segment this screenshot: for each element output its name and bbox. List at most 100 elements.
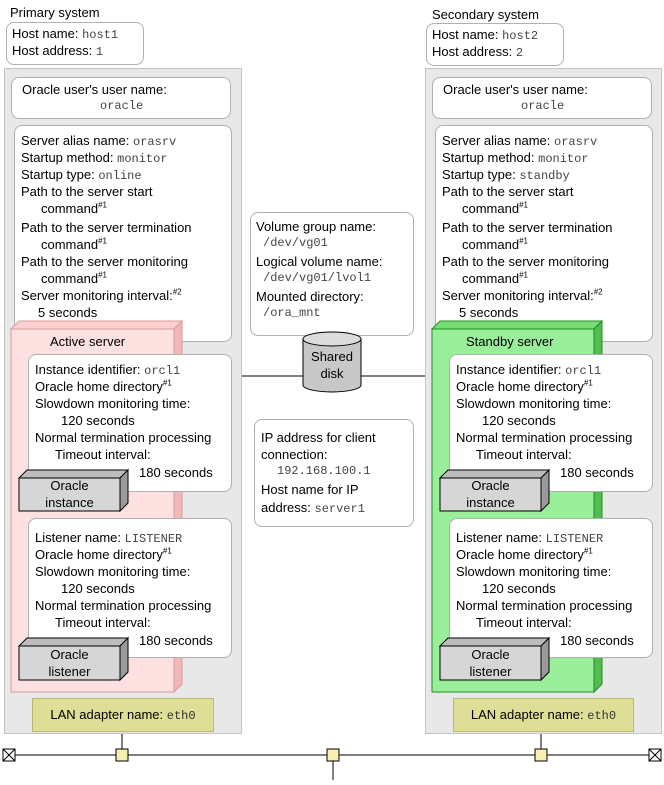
secondary-server-settings-box: Server alias name: orasrv Startup method… <box>435 125 653 342</box>
block-line-1: Oracle <box>50 647 89 662</box>
mon-command-label-2: command#1 <box>41 270 107 287</box>
block-line-2: listener <box>469 664 512 679</box>
listener-name-row: Listener name: LISTENER <box>35 529 182 548</box>
mounted-directory-value: /ora_mnt <box>263 306 321 320</box>
startup-method-label: Startup method: <box>21 150 114 165</box>
secondary-lan-node <box>534 748 548 762</box>
active-server-title: Active server <box>50 334 126 349</box>
host-ip-label-1: Host name for IP <box>261 482 359 497</box>
term-command-label-2: command#1 <box>462 236 528 253</box>
block-line-2: instance <box>466 495 515 510</box>
mounted-directory-label: Mounted directory: <box>256 289 364 304</box>
listener-name-label: Listener name: <box>456 530 542 545</box>
timeout-value: 180 seconds <box>560 465 634 480</box>
startup-method-row: Startup method: monitor <box>442 149 589 168</box>
host-ip-value: server1 <box>314 502 365 516</box>
footnote-1-mark: #1 <box>162 378 172 388</box>
server-alias-row: Server alias name: orasrv <box>21 132 176 151</box>
footnote-1-mark: #1 <box>519 200 528 210</box>
command-word: command <box>462 201 520 216</box>
oracle-listener-label-secondary: Oracle listener <box>440 646 541 680</box>
ip-label-1: IP address for client <box>261 430 376 445</box>
host-address-value: 1 <box>95 45 104 59</box>
slowdown-value: 120 seconds <box>61 581 135 596</box>
disk-top <box>302 331 362 347</box>
footnote-1-mark: #1 <box>519 236 528 246</box>
block-front <box>439 645 542 681</box>
timeout-value: 180 seconds <box>139 633 213 648</box>
listener-name-value: LISTENER <box>124 532 183 546</box>
primary-host-name-row: Host name: host1 <box>12 25 118 44</box>
right-terminator-icon <box>648 748 662 762</box>
startup-method-row: Startup method: monitor <box>21 149 168 168</box>
logical-volume-value: /dev/vg01/lvol1 <box>263 271 372 285</box>
primary-lan-adapter: LAN adapter name: eth0 <box>32 698 214 732</box>
mon-interval-value: 5 seconds <box>459 305 519 320</box>
client-lan-node <box>326 748 340 762</box>
startup-method-label: Startup method: <box>442 150 535 165</box>
secondary-instance-box: Instance identifier: orcl1 Oracle home d… <box>449 354 653 492</box>
volume-info-box: Volume group name: /dev/vg01 Logical vol… <box>250 212 414 336</box>
block-front <box>18 477 121 512</box>
slowdown-label: Slowdown monitoring time: <box>456 564 612 579</box>
volume-group-value: /dev/vg01 <box>263 236 328 250</box>
instance-id-value: orcl1 <box>144 364 181 378</box>
mon-interval-label: Server monitoring interval:#2 <box>21 287 182 304</box>
start-command-label: Path to the server start <box>442 184 574 199</box>
block-line-2: listener <box>48 664 91 679</box>
listener-name-label: Listener name: <box>35 530 121 545</box>
server-alias-label: Server alias name: <box>442 133 551 148</box>
block-line-2: instance <box>45 495 94 510</box>
primary-host-address-row: Host address: 1 <box>12 42 103 61</box>
timeout-label: Timeout interval: <box>476 615 572 630</box>
standby-server-title: Standby server <box>466 334 554 349</box>
slowdown-value: 120 seconds <box>61 413 135 428</box>
shared-disk-label: Shared disk <box>303 348 361 382</box>
server-alias-label: Server alias name: <box>21 133 130 148</box>
logical-volume-label: Logical volume name: <box>256 254 383 269</box>
lan-adapter-label: LAN adapter name: <box>470 707 584 722</box>
disk-body <box>302 339 362 393</box>
host-address-value: 2 <box>515 46 524 60</box>
lan-adapter-label: LAN adapter name: <box>50 707 164 722</box>
server-alias-row: Server alias name: orasrv <box>442 132 597 151</box>
normal-termination-label: Normal termination processing <box>456 598 633 613</box>
mon-interval-value: 5 seconds <box>38 305 98 320</box>
secondary-listener-box: Listener name: LISTENER Oracle home dire… <box>449 518 653 658</box>
startup-method-value: monitor <box>538 152 589 166</box>
lan-adapter-value: eth0 <box>166 709 196 723</box>
ip-label-2: connection: <box>261 447 328 462</box>
secondary-host-box: Host name: host2 Host address: 2 <box>426 23 564 66</box>
primary-instance-box: Instance identifier: orcl1 Oracle home d… <box>28 354 232 492</box>
oracle-instance-label-secondary: Oracle instance <box>440 477 541 511</box>
mon-interval-text: Server monitoring interval: <box>21 288 173 303</box>
slowdown-label: Slowdown monitoring time: <box>35 396 191 411</box>
start-command-label-2: command#1 <box>462 200 528 217</box>
primary-host-box: Host name: host1 Host address: 1 <box>6 22 144 65</box>
host-name-label: Host name: <box>432 27 499 42</box>
startup-type-value: standby <box>519 169 570 183</box>
oracle-instance-label-primary: Oracle instance <box>19 477 120 511</box>
term-command-label: Path to the server termination <box>21 220 192 235</box>
instance-id-value: orcl1 <box>565 364 602 378</box>
listener-name-row: Listener name: LISTENER <box>456 529 603 548</box>
startup-method-value: monitor <box>117 152 168 166</box>
timeout-label: Timeout interval: <box>55 447 151 462</box>
normal-termination-label: Normal termination processing <box>456 430 633 445</box>
oracle-home-label: Oracle home directory#1 <box>456 546 593 563</box>
footnote-1-mark: #1 <box>583 546 593 556</box>
primary-oracle-user-box: Oracle user's user name: oracle <box>11 77 231 119</box>
footnote-1-mark: #1 <box>98 270 107 280</box>
disk-label-line-1: Shared <box>311 349 353 364</box>
host-ip-label-text: address: <box>261 500 311 515</box>
footnote-1-mark: #1 <box>583 378 593 388</box>
lan-adapter-value: eth0 <box>587 709 617 723</box>
instance-id-label: Instance identifier: <box>35 362 141 377</box>
footnote-1-mark: #1 <box>98 236 107 246</box>
command-word: command <box>41 201 99 216</box>
oracle-user-value: oracle <box>521 99 565 113</box>
